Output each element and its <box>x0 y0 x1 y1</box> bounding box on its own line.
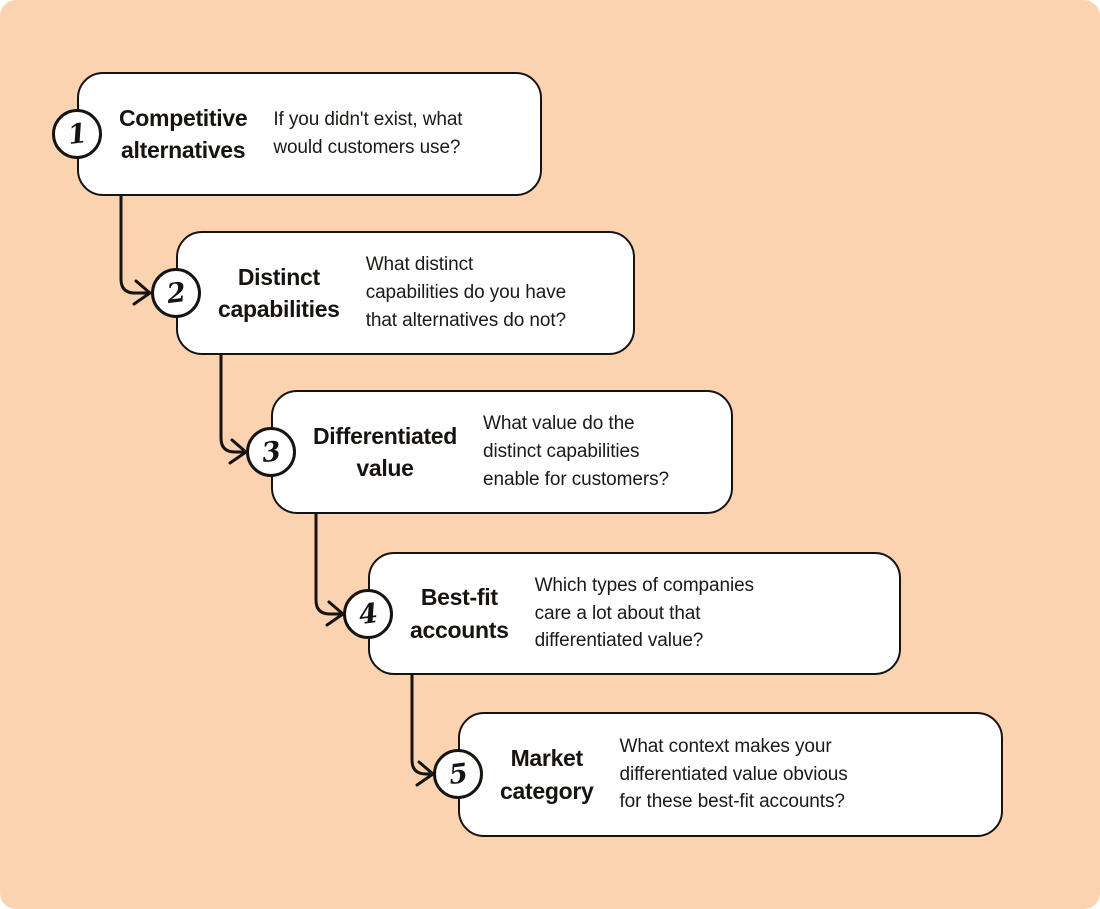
step-description: What distinct capabilities do you have t… <box>365 254 567 331</box>
step-number: 1 <box>65 117 89 151</box>
step-number-badge-2: 2 <box>151 268 201 318</box>
step-card-competitive-alternatives: Competitive alternatives If you didn't e… <box>77 72 542 196</box>
step-title: Distinct capabilities <box>218 263 340 322</box>
step-title: Market category <box>500 745 594 804</box>
connector-step2-step3 <box>219 353 248 465</box>
step-number-badge-4: 4 <box>343 589 393 639</box>
step-card-differentiated-value: Differentiated value What value do the d… <box>271 390 733 514</box>
step-number: 4 <box>356 597 380 631</box>
step-number-badge-1: 1 <box>52 109 102 159</box>
step-number: 5 <box>446 757 470 791</box>
step-title: Differentiated value <box>313 422 458 481</box>
connector-step1-step2 <box>119 194 152 306</box>
connector-step3-step4 <box>314 512 345 627</box>
step-description: Which types of companies care a lot abou… <box>534 574 754 652</box>
step-card-market-category: Market category What context makes your … <box>458 712 1003 837</box>
step-title: Best-fit accounts <box>410 584 509 643</box>
connector-step4-step5 <box>410 673 435 787</box>
step-number-badge-5: 5 <box>433 749 483 799</box>
step-number: 2 <box>164 276 188 310</box>
step-number-badge-3: 3 <box>246 427 296 477</box>
step-card-distinct-capabilities: Distinct capabilities What distinct capa… <box>176 231 635 355</box>
step-title: Competitive alternatives <box>119 104 248 163</box>
step-card-best-fit-accounts: Best-fit accounts Which types of compani… <box>368 552 901 675</box>
step-description: If you didn't exist, what would customer… <box>273 109 463 158</box>
step-number: 3 <box>259 435 283 469</box>
step-description: What context makes your differentiated v… <box>619 735 848 813</box>
step-description: What value do the distinct capabilities … <box>483 413 669 490</box>
